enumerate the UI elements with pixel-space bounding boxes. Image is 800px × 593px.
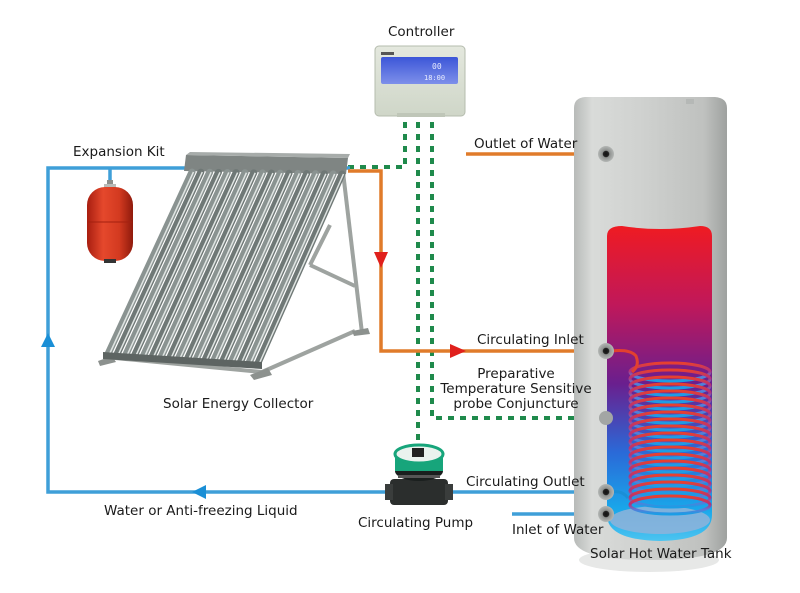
label-circulating-outlet: Circulating Outlet <box>466 474 585 490</box>
coil-turn <box>628 494 712 516</box>
signal-wire-probe <box>430 122 605 420</box>
label-probe-conjuncture: Preparative Temperature Sensitive probe … <box>436 367 596 412</box>
label-outlet-of-water: Outlet of Water <box>474 136 578 152</box>
collector-tube <box>139 168 231 360</box>
coil-turn <box>628 403 712 425</box>
coil-turn <box>628 438 712 460</box>
collector-tube-highlight <box>223 173 309 362</box>
collector-tube <box>201 169 293 364</box>
circulating-pump[interactable] <box>385 443 453 505</box>
collector-tube <box>245 170 337 366</box>
heat-exchanger-coil <box>628 361 712 516</box>
collector-tube <box>236 170 328 366</box>
label-probe-line-2: Temperature Sensitive <box>440 381 592 397</box>
coil-turn <box>628 452 712 474</box>
signal-wires <box>348 122 605 448</box>
coil-turn <box>628 361 712 383</box>
port-circulating-outlet <box>598 484 614 500</box>
collector-tube-highlight <box>258 173 345 364</box>
collector-tube <box>192 169 284 363</box>
port-inlet-of-water <box>598 506 614 522</box>
collector-tube-highlight <box>205 172 292 361</box>
signal-wire-collector <box>348 122 407 169</box>
collector-tube <box>148 169 240 361</box>
collector-tube <box>104 168 196 358</box>
collector-tube-highlight <box>179 172 265 359</box>
port-outlet-of-water <box>598 146 614 162</box>
solar-collector <box>98 152 370 380</box>
label-probe-line-3: probe Conjuncture <box>453 396 579 412</box>
label-inlet-of-water: Inlet of Water <box>512 522 604 538</box>
collector-tube-highlight <box>170 172 256 359</box>
label-circulating-inlet: Circulating Inlet <box>477 332 584 348</box>
coil-turn <box>628 417 712 439</box>
hot-flow-arrow-down <box>374 252 388 268</box>
cold-flow-arrow-up <box>41 333 55 347</box>
label-probe-line-1: Preparative <box>477 366 555 382</box>
hot-flow-arrow-right <box>450 344 466 358</box>
collector-tube-highlight <box>197 172 283 360</box>
collector-tube-highlight <box>214 173 301 361</box>
label-expansion-kit: Expansion Kit <box>73 144 165 160</box>
collector-tube-highlight <box>144 172 230 357</box>
collector-tube <box>219 170 311 365</box>
evacuated-tubes <box>104 168 346 367</box>
collector-tube-highlight <box>126 171 212 356</box>
collector-tube <box>166 169 258 362</box>
port-probe <box>599 411 613 425</box>
collector-tube-highlight <box>188 172 274 360</box>
cold-flow-arrow-left <box>192 485 206 499</box>
collector-tube-highlight <box>161 172 248 358</box>
collector-tube-highlight <box>232 173 318 362</box>
collector-tube <box>210 169 302 364</box>
collector-tube-highlight <box>135 172 221 356</box>
collector-tube <box>113 168 205 359</box>
label-tank: Solar Hot Water Tank <box>590 546 732 562</box>
label-controller: Controller <box>388 24 455 40</box>
expansion-kit <box>87 180 133 263</box>
coil-turn <box>628 431 712 453</box>
collector-tube <box>122 168 214 359</box>
collector-tube <box>157 169 249 361</box>
collector-tube-highlight <box>241 173 327 363</box>
coil-turn <box>628 487 712 509</box>
collector-tube <box>228 170 320 365</box>
collector-tube-highlight <box>117 171 204 355</box>
coil-turn <box>628 375 712 397</box>
collector-tube-highlight <box>152 172 239 357</box>
label-loop-fluid: Water or Anti-freezing Liquid <box>104 503 298 519</box>
controller-readout-1: 00 <box>432 62 442 71</box>
collector-tube <box>175 169 267 362</box>
collector-tube-highlight <box>249 173 336 363</box>
coil-turn <box>628 459 712 481</box>
coil-turn <box>628 410 712 432</box>
coil-turn <box>628 445 712 467</box>
label-solar-collector: Solar Energy Collector <box>163 396 314 412</box>
controller-device[interactable]: 00 18:00 <box>374 45 466 117</box>
collector-tube <box>130 168 222 360</box>
coil-turn <box>628 389 712 411</box>
controller-screen <box>381 57 458 84</box>
coil-turn <box>628 473 712 495</box>
coil-turn <box>628 382 712 404</box>
collector-tube <box>183 169 275 363</box>
port-circulating-inlet <box>598 343 614 359</box>
controller-readout-2: 18:00 <box>424 74 445 82</box>
coil-turn <box>628 368 712 390</box>
collector-tube-highlight <box>108 171 195 355</box>
collector-tube <box>254 170 346 367</box>
coil-turn <box>628 466 712 488</box>
solar-hot-water-tank <box>574 97 727 572</box>
label-circulating-pump: Circulating Pump <box>358 515 474 531</box>
coil-turn <box>628 396 712 418</box>
coil-turn <box>628 424 712 446</box>
coil-turn <box>628 480 712 502</box>
hot-pipe-main <box>348 169 606 353</box>
